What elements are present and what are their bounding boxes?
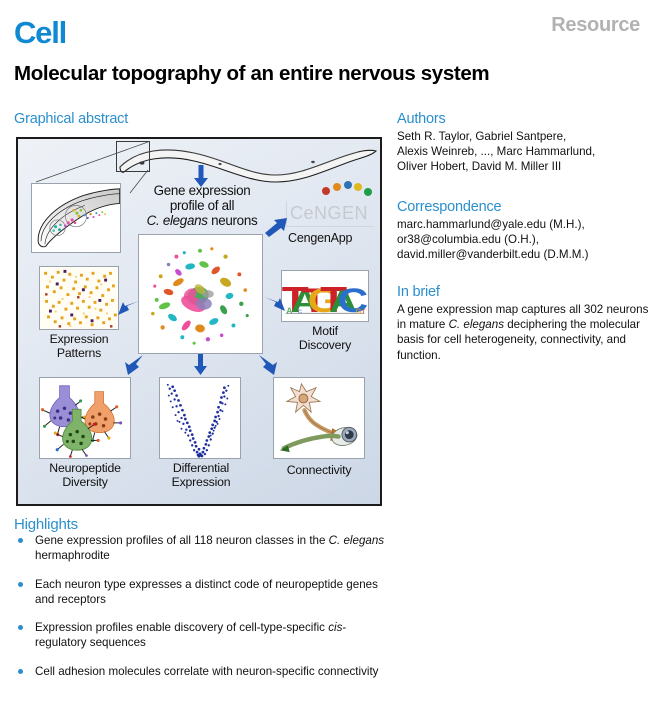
authors-list: Seth R. Taylor, Gabriel Santpere, Alexis… — [397, 129, 649, 175]
highlight-text-3b: -regulatory sequences — [35, 621, 347, 650]
bullet-icon — [18, 668, 23, 674]
sequence-logo-chart: T A T G T A C A G C T — [282, 271, 368, 321]
authors-line-2: Alexis Weinreb, ..., Marc Hammarlund, — [397, 145, 596, 159]
cengen-divider-horizontal — [286, 226, 374, 227]
highlights-heading: Highlights — [14, 516, 78, 533]
highlight-italic-1: C. elegans — [328, 534, 385, 547]
label-line-1: Differential — [172, 461, 230, 475]
panel-expression-patterns — [39, 266, 119, 330]
highlight-text-2a: Each neuron type expresses a distinct co… — [35, 577, 378, 606]
cell-journal-logo: Cell — [14, 15, 67, 50]
list-item: Each neuron type expresses a distinct co… — [14, 577, 392, 608]
cengen-app-label[interactable]: CengenApp — [288, 231, 353, 245]
highlights-list: Gene expression profiles of all 118 neur… — [14, 533, 392, 692]
label-line-2: Patterns — [56, 345, 102, 360]
arrow-to-expression-patterns — [118, 299, 140, 317]
caption-line-3-rest: neurons — [207, 213, 258, 228]
label-line-1: Expression — [49, 332, 109, 346]
figure-center-caption: Gene expression profile of all C. elegan… — [132, 183, 272, 228]
svg-text:T: T — [282, 279, 309, 320]
highlight-text-4a: Cell adhesion molecules correlate with n… — [35, 664, 379, 678]
svg-text:A: A — [329, 284, 357, 319]
highlight-italic-3: cis — [328, 621, 343, 635]
expression-heatmap-dots — [40, 267, 118, 329]
panel-motif-discovery: T A T G T A C A G C T — [281, 270, 369, 322]
graphical-abstract-heading: Graphical abstract — [14, 111, 129, 127]
neuropeptide-neurons-drawing — [40, 378, 130, 458]
list-item: Expression profiles enable discovery of … — [14, 620, 392, 651]
panel-connectivity — [273, 377, 365, 459]
label-line-1: Neuropeptide — [49, 461, 121, 475]
svg-text:T: T — [362, 309, 366, 315]
svg-text:C: C — [298, 309, 302, 315]
article-type-label: Resource — [551, 14, 640, 36]
label-line-2: Discovery — [298, 337, 352, 352]
correspondence-email-2[interactable]: or38@columbia.edu (O.H.), — [397, 233, 539, 247]
arrow-down-worm-to-caption — [193, 165, 209, 187]
svg-text:T: T — [320, 279, 347, 320]
list-item: Gene expression profiles of all 118 neur… — [14, 533, 392, 564]
caption-species: C. elegans — [146, 213, 208, 228]
arrow-to-cengenapp — [264, 217, 288, 237]
in-brief-part-1: A gene expression map captures all 302 n… — [397, 303, 649, 332]
arrow-to-differential-expression — [193, 354, 208, 375]
worm-head-inset-panel — [31, 183, 121, 253]
bullet-icon — [18, 538, 23, 543]
c-elegans-worm-illustration — [119, 149, 378, 183]
cengen-divider-vertical — [286, 201, 287, 227]
bullet-icon — [18, 581, 23, 587]
arrow-to-neuropeptide-diversity — [124, 354, 144, 376]
neuron-connectivity-drawing — [274, 378, 364, 458]
cengen-dots-icon — [322, 181, 372, 196]
arrow-to-motif-discovery — [263, 295, 285, 313]
in-brief-part-2: deciphering the molecular basis for cell… — [397, 318, 640, 362]
highlight-text-3a: Expression profiles enable discovery of … — [35, 621, 329, 635]
panel-label-connectivity: Connectivity — [264, 463, 374, 478]
page-title: Molecular topography of an entire nervou… — [14, 62, 490, 85]
worm-head-neurons-drawing — [37, 188, 120, 248]
panel-label-differential-expression: Differential Expression — [146, 461, 256, 489]
panel-single-cell-cluster-plot — [138, 234, 263, 354]
panel-label-neuropeptide-diversity: Neuropeptide Diversity — [24, 461, 146, 489]
tsne-cluster-scatter — [151, 247, 249, 345]
label-line-2: Expression — [171, 474, 231, 489]
highlight-text-1b: hermaphrodite — [35, 549, 110, 563]
correspondence-heading: Correspondence — [397, 199, 502, 215]
bullet-icon — [18, 625, 23, 631]
list-item: Cell adhesion molecules correlate with n… — [14, 664, 392, 679]
svg-text:A: A — [286, 305, 293, 315]
svg-text:G: G — [308, 282, 341, 321]
panel-neuropeptide-diversity — [39, 377, 131, 459]
cengen-wordmark: CeNGEN — [290, 203, 369, 223]
label-line-1: Connectivity — [286, 463, 352, 477]
caption-line-3: C. elegans neurons — [132, 213, 272, 228]
in-brief-heading: In brief — [397, 284, 440, 300]
arrow-to-connectivity — [258, 354, 278, 376]
volcano-plot-scatter — [160, 378, 240, 458]
in-brief-text: A gene expression map captures all 302 n… — [397, 302, 649, 363]
caption-line-2: profile of all — [169, 198, 235, 213]
highlight-text-1a: Gene expression profiles of all 118 neur… — [35, 534, 329, 547]
graphical-abstract-figure: Gene expression profile of all C. elegan… — [16, 137, 382, 506]
in-brief-species: C. elegans — [448, 318, 504, 332]
label-line-2: Diversity — [62, 474, 108, 489]
correspondence-email-3[interactable]: david.miller@vanderbilt.edu (D.M.M.) — [397, 248, 589, 262]
svg-text:T: T — [302, 282, 328, 321]
authors-line-3: Oliver Hobert, David M. Miller III — [397, 160, 562, 174]
cengen-logo[interactable] — [284, 181, 376, 217]
correspondence-email-1[interactable]: marc.hammarlund@yale.edu (M.H.), — [397, 218, 585, 231]
panel-differential-expression — [159, 377, 241, 459]
correspondence-block: marc.hammarlund@yale.edu (M.H.), or38@co… — [397, 217, 649, 263]
panel-label-expression-patterns: Expression Patterns — [24, 332, 134, 360]
label-line-1: Motif — [312, 324, 338, 338]
svg-text:C: C — [338, 282, 368, 321]
authors-heading: Authors — [397, 111, 446, 127]
authors-line-1: Seth R. Taylor, Gabriel Santpere, — [397, 130, 567, 143]
svg-text:A: A — [291, 284, 319, 319]
inset-zoom-lines — [35, 141, 149, 194]
svg-text:G: G — [356, 306, 362, 315]
worm-head-selection-box — [116, 141, 150, 172]
panel-label-motif-discovery: Motif Discovery — [270, 324, 380, 352]
caption-line-1: Gene expression — [153, 183, 251, 198]
